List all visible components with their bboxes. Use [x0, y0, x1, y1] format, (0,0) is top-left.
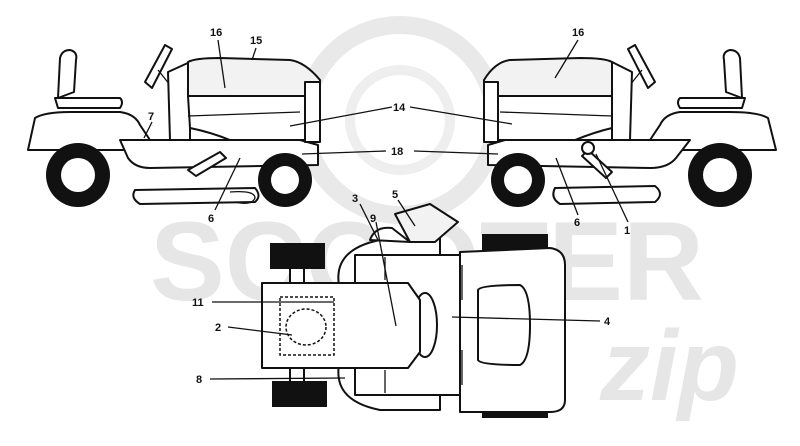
right-hood-side — [483, 95, 613, 141]
callout-labels: 16 15 14 16 7 18 6 6 1 3 5 9 11 2 8 4 — [148, 27, 630, 386]
label-18: 18 — [391, 146, 403, 158]
watermark-text-script: zip — [599, 310, 739, 422]
leader-1 — [595, 153, 629, 223]
right-rear-rim — [703, 158, 737, 192]
label-7: 7 — [148, 111, 154, 123]
left-hood-line — [187, 111, 301, 117]
top-fender — [261, 282, 421, 369]
leader-18-left — [301, 150, 387, 155]
right-console — [611, 61, 633, 141]
label-6-right: 6 — [574, 217, 580, 229]
left-rear-rim — [61, 158, 95, 192]
top-decal-zone — [279, 296, 335, 356]
top-decal-circle — [285, 308, 327, 346]
right-seat-base — [677, 97, 746, 109]
right-tractor — [483, 44, 777, 207]
leader-9 — [375, 221, 397, 327]
leader-15 — [251, 47, 257, 61]
left-grille — [304, 81, 321, 143]
left-hood-side — [187, 95, 321, 141]
top-tire-rear-left-top — [270, 243, 325, 269]
top-axle-top — [289, 267, 305, 285]
leader-18-right — [413, 150, 499, 155]
left-seat-back — [57, 49, 78, 99]
top-view-tractor — [261, 203, 566, 418]
leader-7 — [143, 121, 153, 139]
leader-5 — [397, 199, 416, 227]
label-4: 4 — [604, 316, 611, 328]
top-axle-bottom — [289, 367, 305, 383]
label-6-left: 6 — [208, 213, 214, 225]
right-seat-back — [722, 49, 743, 99]
label-14: 14 — [393, 102, 406, 114]
leader-3 — [359, 203, 379, 241]
label-3: 3 — [352, 193, 358, 205]
label-15: 15 — [250, 35, 262, 47]
right-lever-knob — [581, 141, 595, 155]
right-grille — [483, 81, 499, 143]
top-chute-base — [369, 226, 411, 243]
leader-6a — [214, 157, 241, 211]
left-mower-deck — [132, 187, 260, 205]
label-9: 9 — [370, 213, 376, 225]
top-hood-window — [477, 284, 531, 366]
left-hood-top — [187, 57, 321, 97]
label-16-right: 16 — [572, 27, 584, 39]
left-deck-chute — [229, 190, 256, 204]
right-hood-top — [483, 57, 613, 97]
left-front-rim — [271, 166, 299, 194]
right-steering-wheel — [627, 44, 656, 89]
leader-6b — [555, 157, 579, 216]
top-tire-front-top — [482, 234, 548, 252]
left-tractor — [27, 44, 321, 207]
right-mower-deck — [552, 185, 661, 205]
leader-14-left — [289, 106, 393, 127]
left-steering-wheel — [144, 44, 173, 89]
watermark-ring-inner — [345, 65, 455, 175]
label-2: 2 — [215, 322, 221, 334]
left-lift-lever — [187, 151, 227, 177]
leader-4 — [451, 316, 601, 322]
watermark-ring — [296, 16, 504, 224]
leader-2 — [227, 326, 293, 336]
leader-16b — [554, 39, 579, 79]
top-tire-rear-left-bottom — [272, 381, 327, 407]
right-hood-line — [499, 111, 613, 117]
right-front-rim — [504, 166, 532, 194]
label-1: 1 — [624, 225, 630, 237]
label-11: 11 — [192, 297, 204, 309]
leader-14-right — [409, 106, 513, 125]
leader-8 — [209, 377, 346, 380]
top-chute — [394, 203, 459, 243]
left-seat-base — [54, 97, 123, 109]
leader-lines — [143, 39, 629, 380]
label-5: 5 — [392, 189, 398, 201]
left-console — [167, 61, 191, 141]
label-16-left: 16 — [210, 27, 222, 39]
label-8: 8 — [196, 374, 202, 386]
leader-16a — [217, 39, 226, 89]
